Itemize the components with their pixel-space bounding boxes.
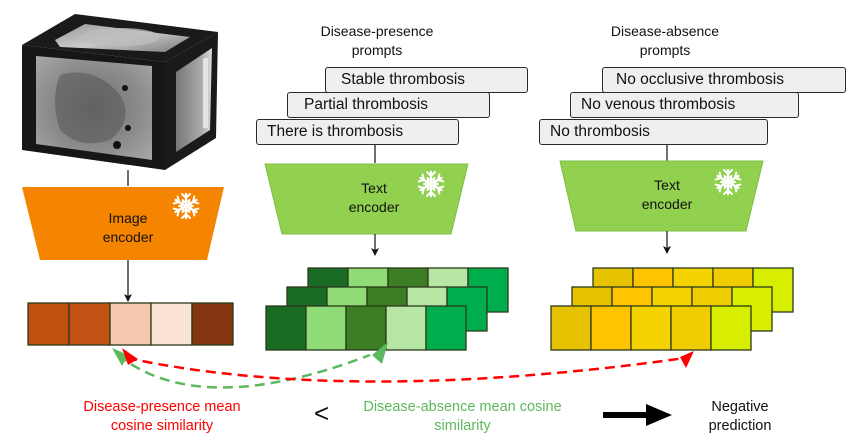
absence-text-encoder-block [559, 160, 764, 232]
image-embedding-cell [150, 302, 193, 346]
presence-prompt-2: Partial thrombosis [287, 92, 490, 118]
absence-encoder-label: Text encoder [617, 176, 717, 214]
comparison-operator: < [314, 398, 330, 428]
image-encoder-label-line2: encoder [102, 229, 154, 245]
absence-embedding-cell [710, 305, 752, 351]
ct-volume-cube-icon [22, 14, 218, 170]
presence-embedding-cell [265, 305, 307, 351]
image-encoder-label-line1: Image [108, 210, 148, 226]
presence-similarity-label-line2: cosine similarity [110, 418, 214, 434]
absence-prompts-title: Disease-absence prompts [605, 22, 725, 60]
presence-embedding-cell [305, 305, 347, 351]
presence-encoder-label-line1: Text [361, 180, 387, 196]
absence-prompt-3: No occlusive thrombosis [602, 67, 846, 93]
result-arrow [603, 404, 672, 426]
absence-arc-arrowhead-right [372, 342, 388, 364]
absence-similarity-label-line2: similarity [434, 418, 491, 434]
prediction-result: Negative prediction [690, 398, 790, 436]
absence-similarity-label-line1: Disease-absence mean cosine [363, 399, 562, 415]
image-encoder-block [22, 187, 224, 260]
absence-embedding-cell [670, 305, 712, 351]
absence-prompt-1: No thrombosis [539, 119, 768, 145]
presence-encoder-label-line2: encoder [348, 199, 400, 215]
presence-similarity-label: Disease-presence mean cosine similarity [62, 398, 262, 436]
similarity-arcs [112, 342, 694, 389]
presence-title-line1: Disease-presence [320, 23, 434, 39]
absence-embedding-cell [550, 305, 592, 351]
image-embedding-cell [68, 302, 111, 346]
presence-similarity-arc [126, 356, 686, 383]
presence-embedding-cell [345, 305, 387, 351]
presence-text-encoder-block [264, 163, 469, 235]
image-encoder-label: Image encoder [78, 209, 178, 247]
presence-embedding-stack [265, 267, 509, 351]
snowflake-icon [417, 170, 445, 198]
presence-prompt-1: There is thrombosis [256, 119, 459, 145]
presence-embedding-cell [425, 305, 467, 351]
prediction-result-line1: Negative [711, 399, 769, 415]
presence-embedding-cell [385, 305, 427, 351]
presence-arc-arrowhead-left [122, 348, 138, 365]
prediction-result-line2: prediction [708, 418, 772, 434]
absence-encoder-label-line2: encoder [641, 196, 693, 212]
absence-encoder-label-line1: Text [654, 177, 680, 193]
absence-embedding-stack [550, 267, 794, 351]
image-embedding-cell [109, 302, 152, 346]
absence-embedding-cell [630, 305, 672, 351]
absence-similarity-arc [117, 353, 371, 389]
absence-embedding-cell [590, 305, 632, 351]
snowflake-icon [172, 192, 200, 220]
presence-similarity-label-line1: Disease-presence mean [83, 399, 241, 415]
absence-title-line1: Disease-absence [610, 23, 720, 39]
presence-title-line2: prompts [351, 42, 403, 58]
image-embedding-cell [27, 302, 70, 346]
absence-title-line2: prompts [639, 42, 691, 58]
image-embedding-cell [191, 302, 234, 346]
presence-arc-arrowhead-right [680, 351, 694, 368]
absence-arc-arrowhead-left [112, 348, 128, 366]
presence-prompts-title: Disease-presence prompts [317, 22, 437, 60]
absence-similarity-label: Disease-absence mean cosine similarity [350, 398, 575, 436]
presence-prompt-3: Stable thrombosis [325, 67, 528, 93]
presence-encoder-label: Text encoder [324, 179, 424, 217]
snowflake-icon [714, 168, 742, 196]
absence-prompt-2: No venous thrombosis [570, 92, 799, 118]
image-embedding-vector [27, 302, 234, 346]
